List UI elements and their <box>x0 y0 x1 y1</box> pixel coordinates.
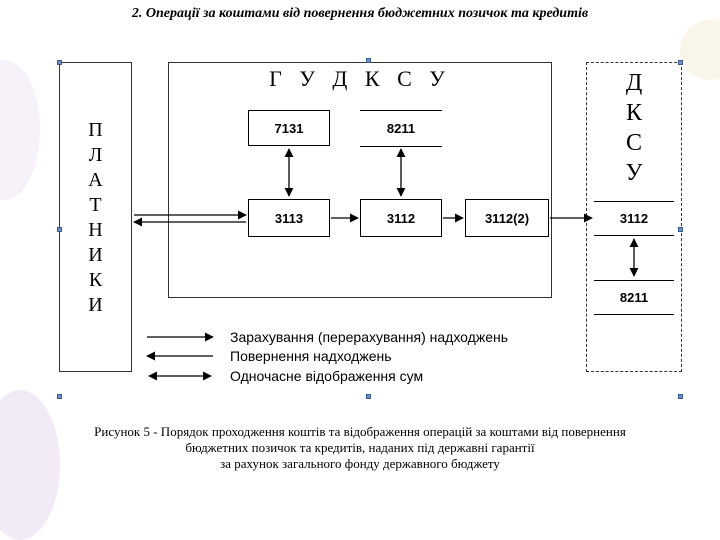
platnyky-letter: И <box>88 294 103 316</box>
dksu-8211-bottom-line <box>594 314 674 315</box>
selection-handle[interactable] <box>678 394 683 399</box>
dksu-letter: У <box>625 160 643 186</box>
caption-line-3: за рахунок загального фонду державного б… <box>220 456 500 471</box>
legend-item-simultaneous: Одночасне відображення сум <box>230 368 424 384</box>
selection-handle[interactable] <box>366 394 371 399</box>
platnyky-letter: П <box>88 119 103 141</box>
platnyky-letter: Т <box>89 194 102 216</box>
platnyky-letter: А <box>88 169 103 191</box>
dksu-letter: К <box>625 100 642 126</box>
dksu-label: Д К С У <box>586 68 682 188</box>
selection-handle[interactable] <box>57 60 62 65</box>
caption-line-2: бюджетних позичок та кредитів, наданих п… <box>185 440 535 455</box>
account-8211-box: 8211 <box>360 111 442 145</box>
account-7131-box: 7131 <box>248 110 330 146</box>
account-3112-box: 3112 <box>360 199 442 237</box>
caption-line-1: Рисунок 5 - Порядок проходження коштів т… <box>94 424 626 439</box>
platnyky-letter: Н <box>88 219 103 241</box>
selection-handle[interactable] <box>678 60 683 65</box>
selection-handle[interactable] <box>678 227 683 232</box>
dksu-account-3112-box: 3112 <box>594 202 674 234</box>
gudksu-title: Г У Д К С У <box>269 66 451 91</box>
account-8211-top-line <box>360 110 442 111</box>
dksu-letter: С <box>625 130 642 156</box>
account-3113-box: 3113 <box>248 199 330 237</box>
platnyky-letter: К <box>88 269 103 291</box>
selection-handle[interactable] <box>366 58 371 63</box>
account-3112-2-box: 3112(2) <box>465 199 549 237</box>
account-8211-bottom-line <box>360 146 442 147</box>
legend-item-return: Повернення надходжень <box>230 348 392 364</box>
platnyky-letter: Л <box>88 144 103 166</box>
platnyky-label: П Л А Т Н И К И <box>59 118 132 318</box>
slide-title: 2. Операції за коштами від повернення бю… <box>131 6 589 21</box>
dksu-3112-bottom-line <box>594 235 674 236</box>
selection-handle[interactable] <box>57 227 62 232</box>
legend-item-transfer: Зарахування (перерахування) надходжень <box>230 329 509 345</box>
platnyky-panel <box>59 62 132 372</box>
platnyky-letter: И <box>88 244 103 266</box>
dksu-8211-top-line <box>594 280 674 281</box>
figure-caption: Рисунок 5 - Порядок проходження коштів т… <box>20 424 700 472</box>
dksu-3112-top-line <box>594 201 674 202</box>
dksu-letter: Д <box>625 70 643 96</box>
selection-handle[interactable] <box>57 394 62 399</box>
gudksu-panel <box>168 62 552 298</box>
decoration-blob <box>680 20 720 80</box>
dksu-account-8211-box: 8211 <box>594 281 674 313</box>
